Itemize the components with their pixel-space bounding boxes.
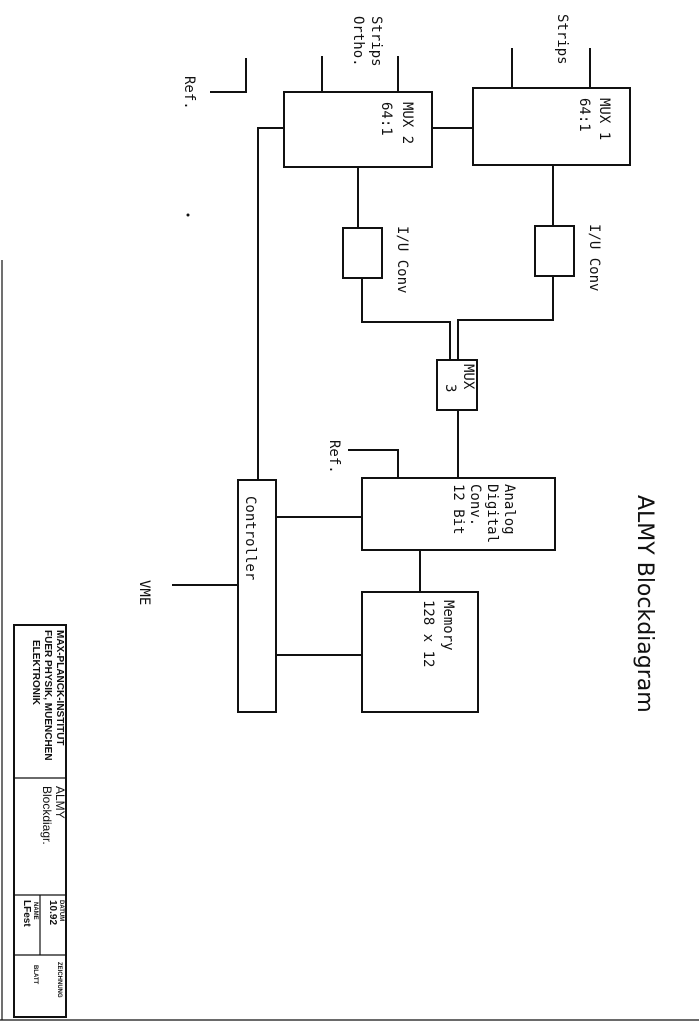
datum-label: DATUM [58, 900, 64, 921]
ref-top-label: Ref. [181, 76, 197, 110]
memory-label: Memory [440, 600, 456, 651]
iu-conv-1-block [534, 225, 575, 277]
memory-size: 128 x 12 [420, 600, 436, 667]
mux3-label: MUX [460, 364, 476, 390]
strips-label: Strips [554, 14, 570, 65]
mux2-ratio: 64:1 [378, 102, 394, 136]
adc-block [361, 477, 556, 551]
name-value: LFest [21, 900, 32, 927]
datum-value: 10.92 [47, 900, 58, 925]
svg-text:Strips: Strips [368, 16, 384, 67]
mux1-block [472, 87, 631, 166]
adc-line-2: Digital [484, 484, 500, 543]
institute-line-1: MAX-PLANCK-INSTITUT [54, 630, 65, 746]
mux1-label: MUX 1 [596, 98, 612, 140]
memory-block [361, 591, 479, 713]
iu-conv-2-label: I/U Conv [394, 226, 410, 293]
mux2-label: MUX 2 [399, 102, 415, 144]
institute-line-3: ELEKTRONIK [30, 640, 41, 706]
name-label: NAME [32, 902, 38, 920]
ref-adc-label: Ref. [326, 440, 342, 474]
vme-label: VME [136, 580, 152, 605]
controller-label: Controller [242, 496, 258, 580]
svg-text:Ortho.: Ortho. [350, 16, 366, 67]
institute-line-2: FUER PHYSIK, MUENCHEN [42, 630, 53, 761]
zeichnung-label: ZEICHNUNG [56, 962, 62, 998]
diagram-title: ALMY Blockdiagram [632, 495, 657, 713]
drawing-desc: Blockdiagr. [40, 786, 54, 845]
drawing-name: ALMY [53, 786, 67, 819]
strips-ortho-label-2: Ortho. [350, 16, 366, 67]
mux1-ratio: 64:1 [576, 98, 592, 132]
adc-line-3: Conv. [467, 484, 483, 526]
blatt-label: BLATT [32, 965, 38, 985]
iu-conv-1-label: I/U Conv [586, 224, 602, 291]
adc-line-1: Analog [501, 484, 517, 535]
adc-line-4: 12 Bit [450, 484, 466, 535]
title-block: MAX-PLANCK-INSTITUT FUER PHYSIK, MUENCHE… [13, 624, 67, 1018]
strips-ortho-label-1: Strips [368, 16, 384, 67]
iu-conv-2-block [342, 227, 383, 279]
mux3-num: 3 [442, 384, 458, 392]
